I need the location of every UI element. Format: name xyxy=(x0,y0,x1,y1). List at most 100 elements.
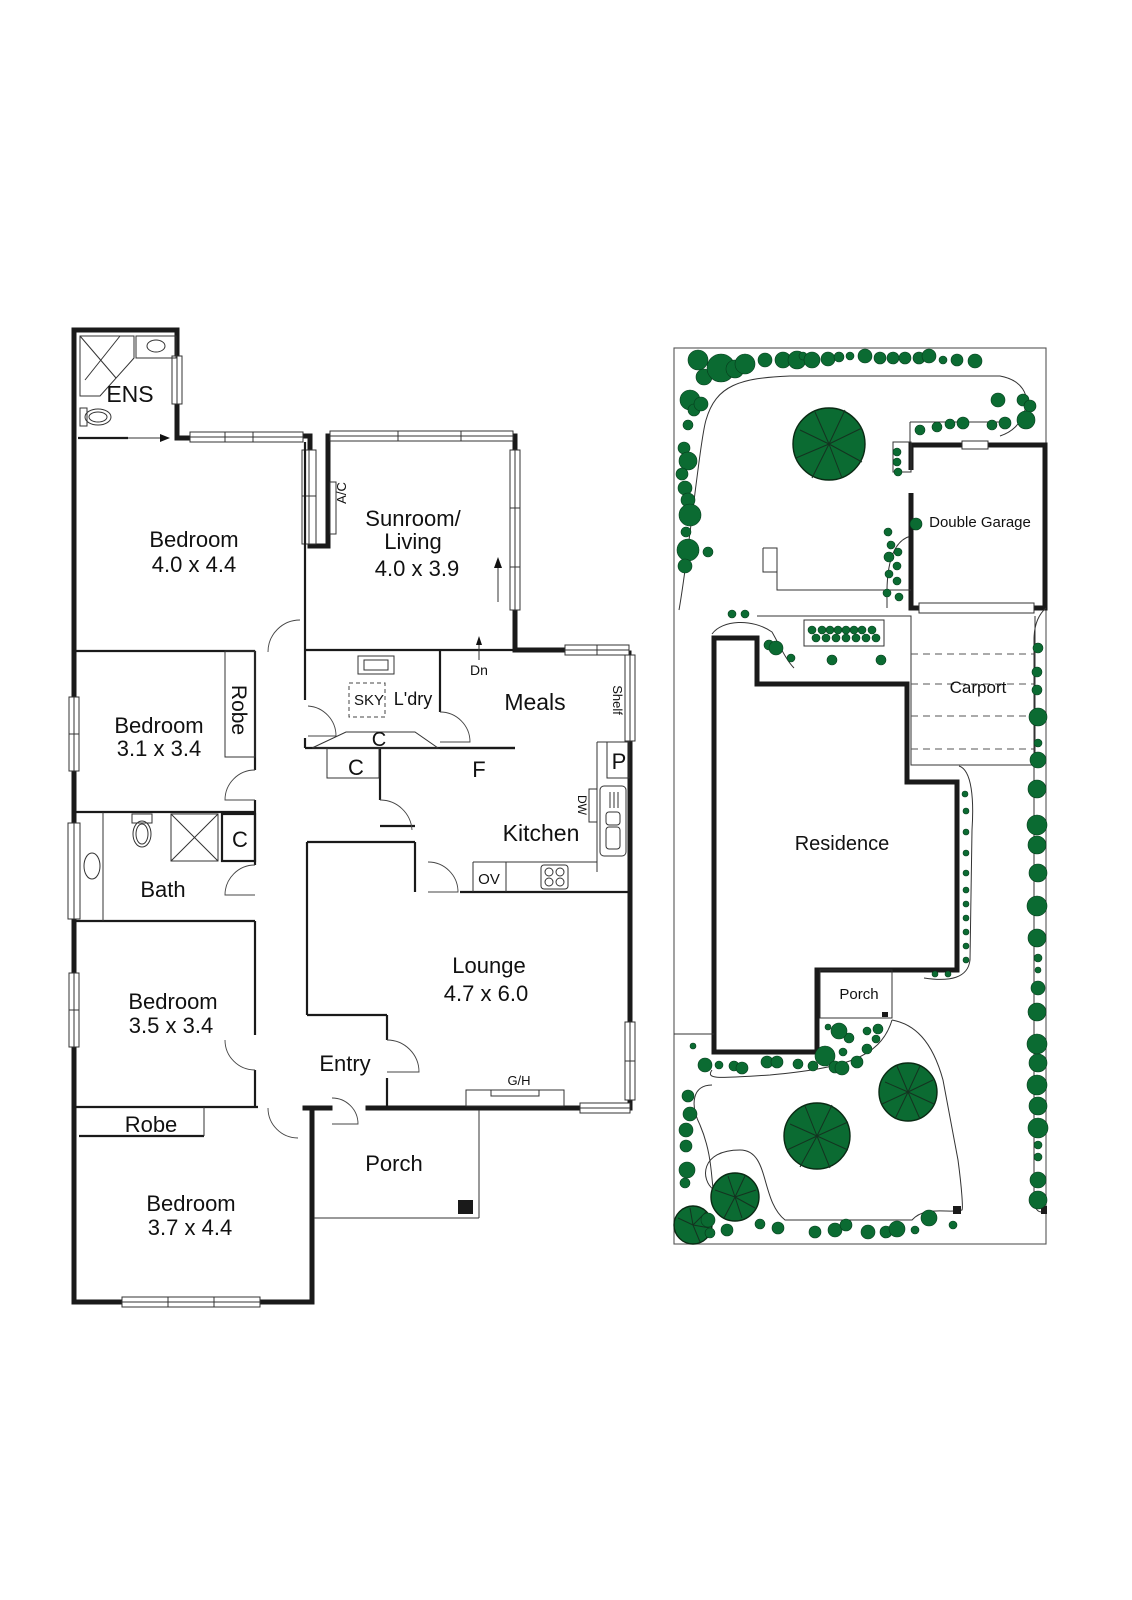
shrub-icon xyxy=(807,625,817,635)
bedroom-4-label: Bedroom xyxy=(146,1191,235,1216)
shrub-icon xyxy=(990,392,1006,408)
shrub-icon xyxy=(845,351,855,361)
shrub-icon xyxy=(1026,1074,1048,1096)
sunroom-label-line1: Sunroom/ xyxy=(365,506,461,531)
dishwasher xyxy=(588,788,598,823)
shrub-icon xyxy=(962,900,970,908)
shrub-icon xyxy=(678,451,698,471)
shrub-icon xyxy=(771,1221,785,1235)
shrub-icon xyxy=(910,1225,920,1235)
laundry-label: L'dry xyxy=(394,689,432,709)
shrub-icon xyxy=(962,956,970,964)
dishwasher-label: DW xyxy=(575,795,589,816)
tree-icon xyxy=(792,407,866,481)
shrub-icon xyxy=(727,609,737,619)
shrub-icon xyxy=(700,1212,716,1228)
shrub-icon xyxy=(873,351,887,365)
shrub-icon xyxy=(1028,707,1048,727)
shrub-icon xyxy=(1026,1033,1048,1055)
shrub-icon xyxy=(1016,410,1036,430)
shrubs xyxy=(675,348,1049,1240)
shrub-icon xyxy=(740,609,750,619)
shrub-icon xyxy=(814,1045,836,1067)
garden-bed-edge xyxy=(923,765,974,980)
shrub-icon xyxy=(1030,980,1046,996)
fixtures xyxy=(79,335,630,1219)
shrub-icon xyxy=(962,849,970,857)
shrub-icon xyxy=(678,1161,696,1179)
garage-label: Double Garage xyxy=(929,514,1031,531)
shrub-icon xyxy=(714,1060,724,1070)
tree-icon xyxy=(710,1172,760,1222)
shrub-icon xyxy=(754,1218,766,1230)
shrub-icon xyxy=(948,1220,958,1230)
shrub-icon xyxy=(851,633,861,643)
gas-heater-label: G/H xyxy=(507,1073,530,1088)
shrub-icon xyxy=(831,633,841,643)
sink-icon xyxy=(599,785,627,857)
cupboard-laundry-label: C xyxy=(372,729,386,751)
shrub-icon xyxy=(886,540,896,550)
bath-label: Bath xyxy=(140,877,185,902)
shrub-icon xyxy=(961,790,969,798)
shrub-icon xyxy=(931,421,943,433)
exterior-walls xyxy=(71,327,633,1305)
shrub-icon xyxy=(962,869,970,877)
ensuite-label: ENS xyxy=(106,381,153,407)
shrub-icon xyxy=(826,654,838,666)
shrub-icon xyxy=(1034,966,1042,974)
cupboard-bath xyxy=(220,812,257,863)
shrub-icon xyxy=(861,1043,873,1055)
shrub-icon xyxy=(898,351,912,365)
door-swings xyxy=(78,434,502,1139)
shrub-icon xyxy=(1033,1152,1043,1162)
shrub-icon xyxy=(1027,1117,1049,1139)
bedroom-3-label: Bedroom xyxy=(128,989,217,1014)
skylight-icon xyxy=(348,682,386,718)
shrub-icon xyxy=(679,1177,691,1189)
porch-label: Porch xyxy=(365,1151,422,1176)
garage: Double Garage xyxy=(892,421,1048,614)
toilet-icon xyxy=(79,407,88,427)
garden-bed-edge xyxy=(693,1084,717,1201)
gas-heater-icon xyxy=(465,1089,565,1107)
shrub-icon xyxy=(1033,738,1043,748)
shrub-icon xyxy=(962,914,970,922)
cupboard-hall-label: C xyxy=(348,755,364,780)
shrub-icon xyxy=(820,351,836,367)
kitchen-label: Kitchen xyxy=(503,820,580,846)
sunroom-size: 4.0 x 3.9 xyxy=(375,556,459,581)
shrub-icon xyxy=(824,1023,832,1031)
shrub-icon xyxy=(825,625,835,635)
shrub-icon xyxy=(886,351,900,365)
ac-unit-icon xyxy=(329,481,337,535)
shrub-icon xyxy=(867,625,877,635)
arrow-up-icon xyxy=(476,636,482,645)
shrub-icon xyxy=(862,1026,872,1036)
bedroom-3-size: 3.5 x 3.4 xyxy=(129,1013,213,1038)
shrub-icon xyxy=(720,1223,734,1237)
shrub-icon xyxy=(893,547,903,557)
shrub-icon xyxy=(871,1034,881,1044)
shrub-icon xyxy=(892,561,902,571)
oven-label: OV xyxy=(478,871,500,888)
entry-label: Entry xyxy=(319,1051,370,1076)
bedroom-master-label: Bedroom xyxy=(149,527,238,552)
shrub-icon xyxy=(1027,779,1047,799)
shrub-icon xyxy=(697,1057,713,1073)
shrub-icon xyxy=(944,970,952,978)
shrub-icon xyxy=(734,353,756,375)
shrub-icon xyxy=(682,1106,698,1122)
room-labels: ENS Bedroom 4.0 x 4.4 Sunroom/ Living 4.… xyxy=(106,381,626,1240)
shrub-icon xyxy=(833,351,845,363)
shrub-icon xyxy=(892,576,902,586)
shrub-icon xyxy=(921,348,937,364)
cupboard-bath-label: C xyxy=(232,827,248,852)
shrub-icon xyxy=(704,1227,716,1239)
porch-post xyxy=(458,1200,473,1214)
residence: Residence Porch xyxy=(711,635,960,1055)
shrub-icon xyxy=(676,538,700,562)
shrub-icon xyxy=(1033,1140,1043,1150)
site-boundary xyxy=(673,347,1047,1245)
fridge-label: F xyxy=(472,757,485,782)
